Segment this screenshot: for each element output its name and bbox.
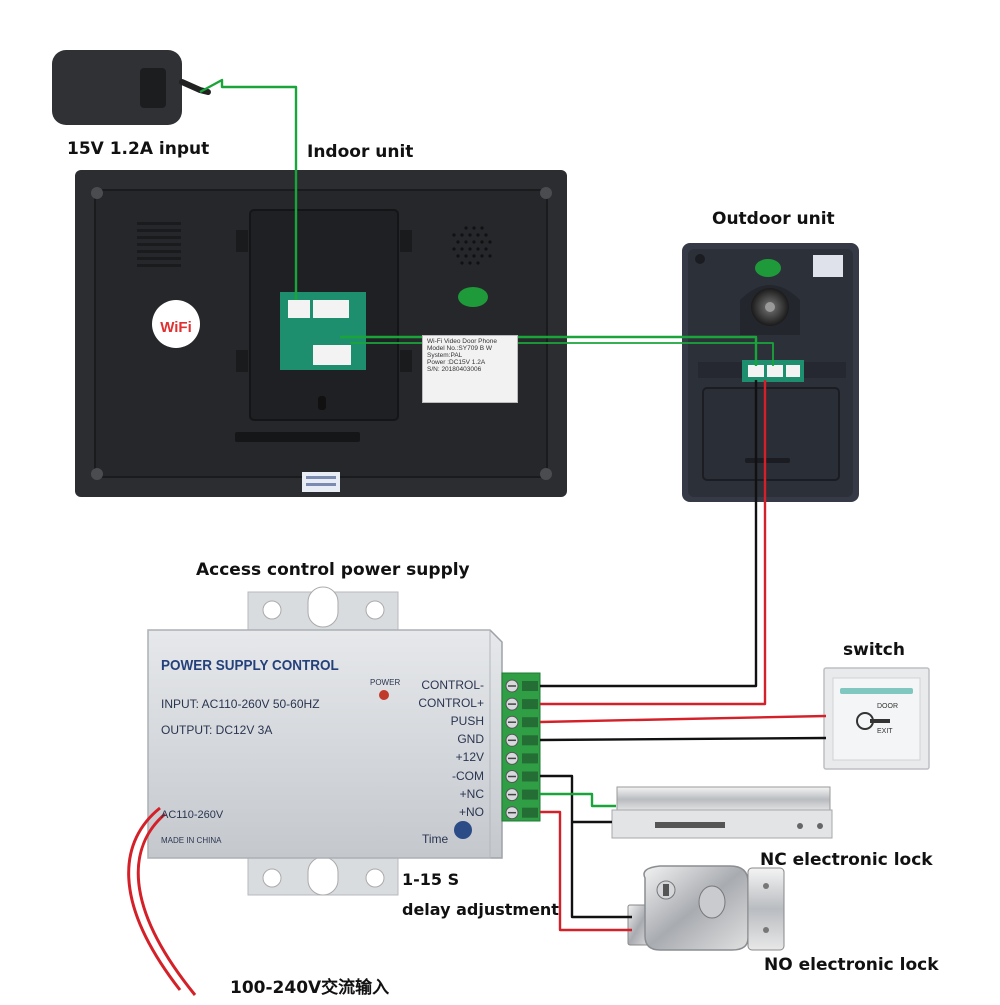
indoor-vent bbox=[137, 222, 181, 267]
terminal-socket bbox=[522, 681, 538, 691]
grille-hole bbox=[480, 226, 484, 230]
terminal-label: CONTROL+ bbox=[418, 696, 484, 711]
grille-hole bbox=[460, 233, 464, 237]
terminal-label: +NO bbox=[458, 804, 484, 819]
wire-control-minus bbox=[540, 380, 758, 688]
nc-magnetic-lock bbox=[611, 786, 833, 839]
psu-made-in: MADE IN CHINA bbox=[161, 836, 222, 845]
terminal-label: -COM bbox=[452, 768, 484, 783]
grille-hole bbox=[452, 233, 456, 237]
indoor-spec-sticker: Wi-Fi Video Door Phone Model No.:SY709 B… bbox=[422, 335, 518, 403]
grille-hole bbox=[472, 226, 476, 230]
grille-hole bbox=[484, 233, 488, 237]
mains-input-label: 100-240V交流输入 bbox=[230, 978, 390, 998]
switch-label: switch bbox=[843, 640, 905, 660]
grille-hole bbox=[480, 240, 484, 244]
grille-hole bbox=[472, 240, 476, 244]
terminal-label: GND bbox=[457, 732, 484, 747]
psu-title: POWER SUPPLY CONTROL bbox=[161, 657, 339, 674]
terminal-socket bbox=[522, 771, 538, 782]
psu-output-spec: OUTPUT: DC12V 3A bbox=[161, 723, 273, 737]
wire-mains-2 bbox=[136, 812, 197, 996]
wifi-badge: WiFi bbox=[152, 300, 200, 348]
no-electric-lock bbox=[627, 865, 785, 951]
psu-input-spec: INPUT: AC110-260V 50-60HZ bbox=[161, 697, 320, 711]
grille-hole bbox=[460, 247, 464, 251]
delay-adjust-label: delay adjustment bbox=[402, 900, 559, 919]
terminal-label: CONTROL- bbox=[421, 678, 484, 692]
wire-nc bbox=[540, 792, 616, 808]
grille-hole bbox=[480, 254, 484, 258]
sticker-line: Wi-Fi Video Door Phone bbox=[427, 338, 497, 345]
outdoor-unit-label: Outdoor unit bbox=[712, 209, 835, 229]
power-led-label: POWER bbox=[370, 678, 401, 687]
sticker-line: Model No.:SY709 B W bbox=[427, 345, 493, 352]
power-supply-label: Access control power supply bbox=[196, 560, 470, 580]
vent-slot bbox=[137, 229, 181, 232]
terminal-socket bbox=[522, 717, 538, 728]
wire-gnd bbox=[539, 736, 827, 742]
vent-slot bbox=[137, 250, 181, 253]
grille-hole bbox=[460, 261, 464, 265]
sticker-line: S/N: 20180403006 bbox=[427, 366, 482, 373]
wire-mains bbox=[127, 806, 182, 991]
sticker-line: Power :DC15V 1.2A bbox=[427, 359, 486, 366]
wire-push bbox=[539, 714, 827, 724]
terminal-label: +NC bbox=[459, 786, 484, 801]
switch-exit-text: EXIT bbox=[877, 728, 893, 735]
indoor-unit bbox=[75, 170, 567, 497]
grille-hole bbox=[472, 254, 476, 258]
terminal-socket bbox=[522, 699, 538, 710]
speaker-grille bbox=[452, 226, 492, 265]
outdoor-unit bbox=[682, 243, 859, 502]
terminal-socket bbox=[522, 789, 538, 800]
wire-no bbox=[540, 810, 632, 932]
vent-slot bbox=[137, 236, 181, 239]
grille-hole bbox=[464, 254, 468, 258]
wire-adapter-power bbox=[199, 78, 298, 300]
delay-range-label: 1-15 S bbox=[402, 870, 460, 889]
terminal-label: PUSH bbox=[450, 714, 484, 729]
vent-slot bbox=[137, 222, 181, 225]
grille-hole bbox=[452, 247, 456, 251]
grille-hole bbox=[488, 254, 492, 258]
terminal-socket bbox=[522, 807, 538, 818]
terminal-socket bbox=[522, 753, 538, 764]
terminal-socket bbox=[522, 735, 538, 746]
grille-hole bbox=[464, 240, 468, 244]
power-adapter bbox=[52, 50, 211, 125]
grille-hole bbox=[468, 261, 472, 265]
no-lock-label: NO electronic lock bbox=[764, 955, 939, 975]
switch-door-text: DOOR bbox=[877, 703, 898, 710]
grille-hole bbox=[468, 233, 472, 237]
grille-hole bbox=[464, 226, 468, 230]
vent-slot bbox=[137, 257, 181, 260]
grille-hole bbox=[476, 247, 480, 251]
grille-hole bbox=[456, 254, 460, 258]
vent-slot bbox=[137, 243, 181, 246]
nc-lock-label: NC electronic lock bbox=[760, 850, 933, 870]
grille-hole bbox=[476, 233, 480, 237]
adapter-label: 15V 1.2A input bbox=[67, 139, 210, 159]
sticker-line: System:PAL bbox=[427, 352, 463, 359]
grille-hole bbox=[476, 261, 480, 265]
grille-hole bbox=[456, 240, 460, 244]
exit-switch bbox=[823, 667, 930, 770]
grille-hole bbox=[488, 240, 492, 244]
grille-hole bbox=[484, 247, 488, 251]
grille-hole bbox=[468, 247, 472, 251]
terminal-label: +12V bbox=[455, 750, 484, 765]
vent-slot bbox=[137, 264, 181, 267]
psu-time-label: Time bbox=[422, 832, 449, 846]
wire-control-plus bbox=[540, 380, 767, 706]
wires bbox=[127, 78, 827, 996]
wire-com bbox=[540, 774, 632, 919]
indoor-unit-label: Indoor unit bbox=[307, 142, 414, 162]
psu-ac-label: AC110-260V bbox=[161, 809, 224, 821]
